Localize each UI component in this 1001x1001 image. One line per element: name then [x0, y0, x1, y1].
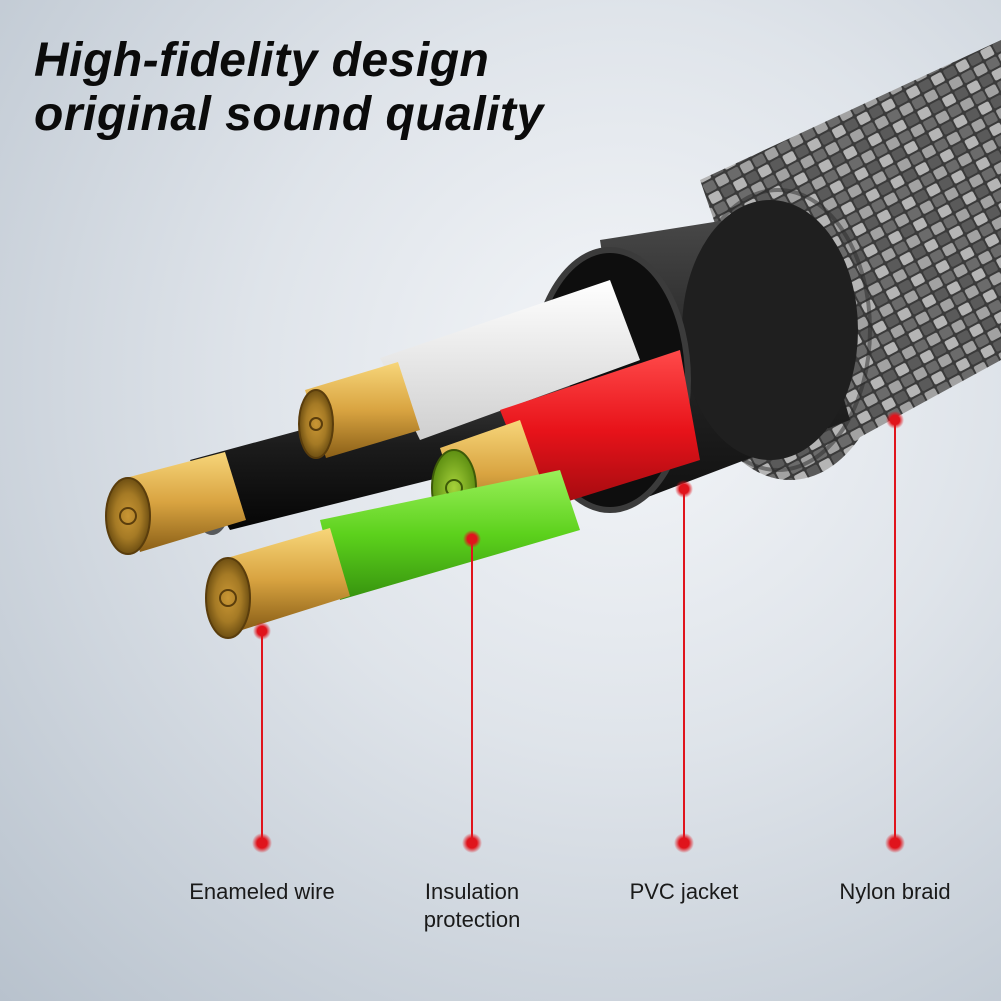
caption-pvc-jacket: PVC jacket: [594, 878, 774, 906]
green-conductor: [205, 470, 580, 639]
caption-text: protection: [423, 907, 521, 932]
headline-line-2: original sound quality: [34, 88, 544, 141]
caption-nylon-braid: Nylon braid: [805, 878, 985, 906]
headline: High-fidelity design original sound qual…: [34, 34, 544, 142]
headline-line-1: High-fidelity design: [34, 34, 490, 87]
caption-enameled-wire: Enameled wire: [172, 878, 352, 906]
caption-text: Enameled wire: [189, 879, 335, 904]
callout-dots: [252, 411, 905, 853]
caption-text: PVC jacket: [629, 879, 739, 904]
callout-leaders: [261, 420, 896, 843]
caption-insulation-protection: Insulation protection: [382, 878, 562, 934]
white-conductor: [298, 280, 640, 459]
caption-text: Insulation: [424, 879, 520, 904]
caption-text: Nylon braid: [839, 879, 951, 904]
